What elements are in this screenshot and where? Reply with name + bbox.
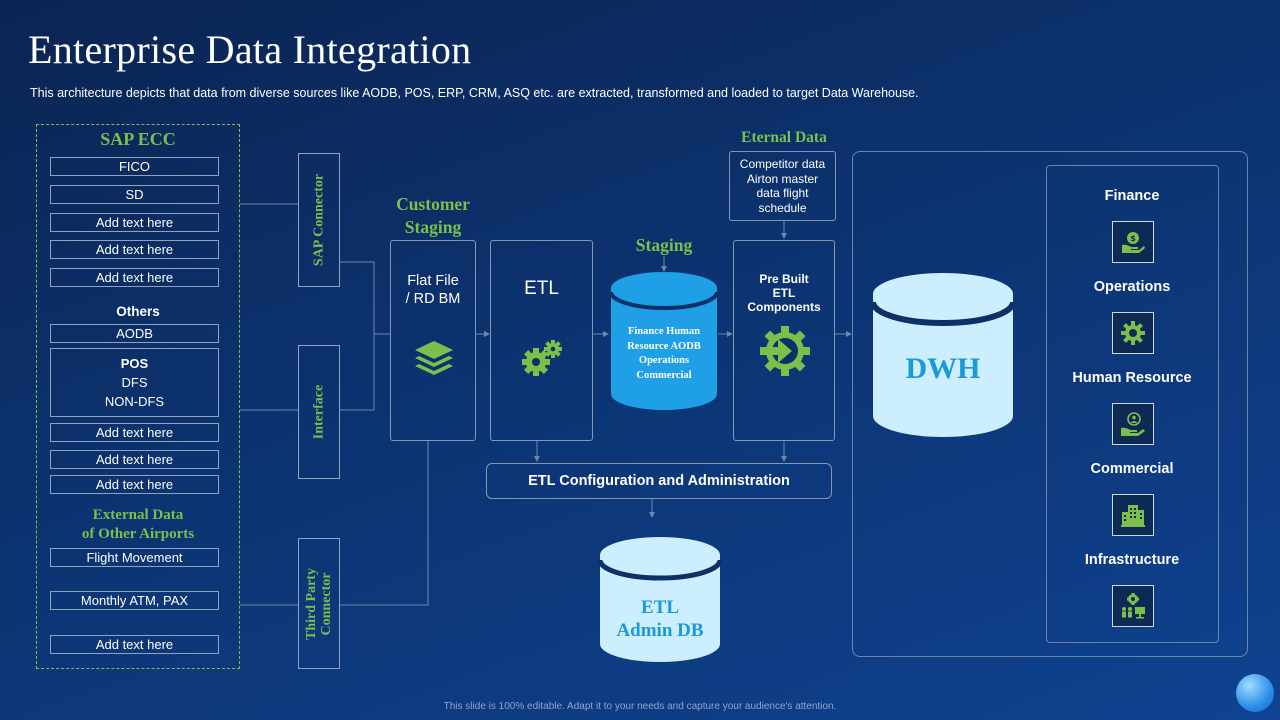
decorative-orb [1236,674,1274,712]
eternal-line-4: schedule [758,200,807,215]
etl-admin-db-cylinder [598,537,722,662]
category-human-resource-label: Human Resource [1072,370,1192,386]
customer-staging-panel: Flat File / RD BM [390,240,476,441]
etl-panel: ETL [490,240,593,441]
source-flight-movement: Flight Movement [50,548,219,567]
source-fico: FICO [50,157,219,176]
flat-file-line1: Flat File [407,273,459,289]
money-hand-icon: $ [1122,232,1145,253]
category-commercial-label: Commercial [1090,461,1174,477]
source-sap-text-2: Add text here [50,240,219,259]
source-others-text-2: Add text here [50,450,219,469]
interface-connector: Interface [298,345,340,479]
flat-file-line2: / RD BM [405,291,461,307]
gear-icon [1121,321,1145,345]
eternal-data-text: Competitor data Airton master data fligh… [730,157,835,215]
category-infrastructure-label: Infrastructure [1084,552,1180,568]
external-data-heading: External Data of Other Airports [36,506,240,544]
category-operations-label: Operations [1093,279,1171,295]
operations-tile [1112,312,1154,354]
people-hand-icon [1121,412,1145,436]
staging-heading: Staging [635,235,693,255]
dwh-label: DWH [905,352,981,385]
categories-panel [1046,165,1219,643]
source-sd: SD [50,185,219,204]
eternal-line-3: data flight [756,186,809,200]
etl-label: ETL [524,278,559,299]
others-heading: Others [116,304,160,319]
source-others-text-3: Add text here [50,475,219,494]
eternal-line-1: Competitor data [739,157,826,171]
infrastructure-tile [1112,585,1154,627]
pos-non-dfs: NON-DFS [104,394,165,409]
staging-text: Finance Human Resource AODB Operations C… [609,325,719,383]
svg-text:$: $ [1130,234,1136,243]
footer-note: This slide is 100% editable. Adapt it to… [443,701,837,712]
source-sap-text-1: Add text here [50,213,219,232]
gears-icon [522,340,562,376]
category-finance-label: Finance [1104,188,1160,204]
prebuilt-text: Pre Built ETL Components [734,272,834,314]
prebuilt-line-2: ETL [772,286,796,300]
staging-cylinder [609,272,719,410]
buildings-icon [1121,505,1145,527]
prebuilt-line-3: Components [747,300,821,314]
layers-icon [415,341,453,375]
eternal-data-heading: Eternal Data [741,129,827,146]
external-heading-line1: External Data [92,507,184,523]
prebuilt-line-1: Pre Built [759,272,809,286]
third-party-label: Third Party Connector [304,568,334,640]
etl-config-box: ETL Configuration and Administration [486,463,832,499]
sources-panel [36,124,240,669]
source-others-text-1: Add text here [50,423,219,442]
eternal-data-box: Competitor data Airton master data fligh… [729,151,836,221]
third-party-label-line2: Connector [319,572,334,636]
sap-connector-label: SAP Connector [311,173,327,267]
source-sap-text-3: Add text here [50,268,219,287]
third-party-label-line1: Third Party [304,567,319,640]
source-aodb: AODB [50,324,219,343]
page-title: Enterprise Data Integration [28,27,472,72]
infrastructure-icon [1122,593,1145,619]
prebuilt-etl-panel: Pre Built ETL Components [733,240,835,441]
source-monthly-atm: Monthly ATM, PAX [50,591,219,610]
finance-tile: $ [1112,221,1154,263]
staging-line-1: Finance Human [627,326,701,337]
dwh-cylinder [871,273,1015,437]
source-external-text: Add text here [50,635,219,654]
human-resource-tile [1112,403,1154,445]
etl-admin-db-line2: Admin DB [616,620,704,641]
staging-line-4: Commercial [636,369,692,381]
sap-connector: SAP Connector [298,153,340,287]
interface-label: Interface [311,384,327,440]
commercial-tile [1112,494,1154,536]
external-heading-line2: of Other Airports [81,526,195,542]
customer-staging-heading: Customer Staging [378,193,488,239]
pos-heading: POS [120,356,149,371]
gear-arrow-icon [760,326,810,376]
flat-file-text: Flat File / RD BM [391,272,475,308]
staging-line-2: Resource AODB [627,340,701,352]
dwh-panel [852,151,1248,657]
sap-ecc-heading: SAP ECC [100,129,176,149]
etl-config-label: ETL Configuration and Administration [528,473,790,489]
etl-admin-db-line1: ETL [640,597,680,618]
staging-line-3: Operations [638,355,690,366]
third-party-connector: Third Party Connector [298,538,340,669]
eternal-line-2: Airton master [746,171,819,186]
pos-dfs: DFS [121,375,148,390]
customer-staging-heading-line1: Customer [396,194,470,214]
page-subtitle: This architecture depicts that data from… [30,86,919,100]
customer-staging-heading-line2: Staging [404,217,462,237]
source-pos-box: POS DFS NON-DFS [50,348,219,417]
etl-admin-db-text: ETL Admin DB [598,596,722,642]
